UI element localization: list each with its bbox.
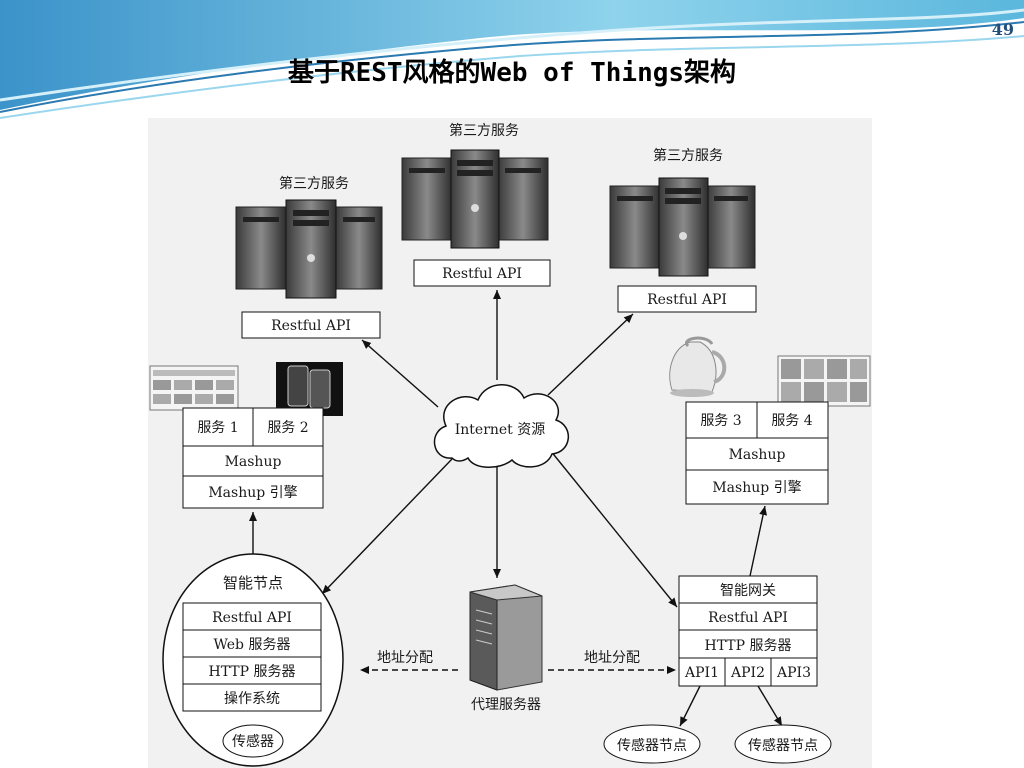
header-wave-decoration (0, 0, 1024, 119)
smart-gateway-title: 智能网关 (720, 583, 776, 599)
smart-node-layer-box (182, 656, 322, 685)
api2-label: API2 (730, 665, 765, 681)
internet-resource-label: Internet 资源 (455, 422, 546, 438)
arrow-to-left-service (361, 339, 439, 408)
mashup-stack-left: 服务 1 服务 2 Mashup Mashup 引擎 (149, 362, 343, 509)
server-cluster-icon (401, 149, 549, 249)
tower-server-icon (469, 584, 543, 691)
service-3-label: 服务 3 (700, 413, 741, 429)
api3-label: API3 (776, 665, 811, 681)
service-4-label: 服务 4 (771, 413, 812, 429)
smartphone-icon (276, 362, 343, 416)
web-app-screenshot-icon (149, 365, 239, 411)
mashup-box (685, 437, 829, 471)
sensor-node-2: 传感器节点 (734, 724, 832, 764)
sensor-ellipse (222, 724, 284, 758)
smart-node-layer-restful-api: Restful API (212, 610, 292, 626)
mashup-engine-label: Mashup 引擎 (208, 485, 297, 501)
address-allocation-left-label: 地址分配 (377, 650, 433, 666)
restful-api-label: Restful API (271, 318, 351, 334)
smart-gateway-restful-box (678, 602, 818, 631)
arrow-gateway-to-mashup-right (749, 505, 768, 577)
arrow-gateway-to-sensor-node-2 (757, 685, 783, 727)
mashup-engine-label: Mashup 引擎 (712, 480, 801, 496)
smart-node-title: 智能节点 (223, 574, 283, 592)
restful-api-label: Restful API (647, 292, 727, 308)
third-party-service-label: 第三方服务 (449, 122, 519, 139)
sensor-node-label: 传感器节点 (748, 737, 818, 754)
restful-api-box (413, 259, 551, 287)
proxy-server-label: 代理服务器 (471, 697, 541, 713)
mashup-engine-box (182, 475, 324, 509)
kettle-icon (669, 336, 727, 397)
smart-node-layer-box (182, 683, 322, 712)
mashup-box (182, 445, 324, 477)
slide-title: 基于REST风格的Web of Things架构 (287, 58, 737, 88)
proxy-server: 代理服务器 地址分配 地址分配 (377, 584, 640, 713)
web-page-screenshot-icon (777, 355, 871, 407)
smart-node-layer-box (182, 602, 322, 631)
sensor-node-label: 传感器节点 (617, 737, 687, 754)
internet-cloud: Internet 资源 (433, 384, 570, 468)
mashup-label: Mashup (729, 447, 786, 463)
smart-node-layer-http-server: HTTP 服务器 (208, 664, 295, 680)
service-1-label: 服务 1 (197, 420, 238, 436)
sensor-node-1: 传感器节点 (603, 724, 701, 764)
api1-label: API1 (684, 665, 719, 681)
smart-node-layer-os: 操作系统 (224, 691, 280, 707)
smart-gateway-http-box (678, 629, 818, 659)
mashup-label: Mashup (225, 454, 282, 470)
address-allocation-right-label: 地址分配 (584, 650, 640, 666)
smart-node-layer-web-server: Web 服务器 (214, 637, 291, 653)
arrow-to-right-service (547, 313, 634, 396)
sensor-label: 传感器 (232, 733, 274, 750)
arrow-gateway-to-sensor-node-1 (679, 685, 701, 727)
third-party-service-left: 第三方服务 Restful API (235, 175, 383, 339)
smart-gateway-api-row (678, 657, 818, 687)
restful-api-box (241, 311, 381, 339)
service-2-label: 服务 2 (267, 420, 308, 436)
smart-node: 智能节点 Restful API Web 服务器 HTTP 服务器 操作系统 传… (162, 553, 344, 767)
third-party-service-label: 第三方服务 (279, 175, 349, 192)
smart-gateway: 智能网关 Restful API HTTP 服务器 API1 API2 API3 (678, 575, 818, 687)
mashup-engine-box (685, 469, 829, 505)
smart-gateway-restful-api: Restful API (708, 610, 788, 626)
third-party-service-right: 第三方服务 Restful API (609, 147, 757, 313)
third-party-service-center: 第三方服务 Restful API (401, 122, 551, 287)
smart-gateway-http-server: HTTP 服务器 (704, 638, 791, 654)
restful-api-box (617, 285, 757, 313)
page-number: 49 (991, 20, 1014, 39)
server-cluster-icon (235, 199, 383, 299)
arrow-internet-to-gateway (549, 449, 678, 608)
restful-api-label: Restful API (442, 266, 522, 282)
mashup-stack-right: 服务 3 服务 4 Mashup Mashup 引擎 (669, 336, 871, 505)
server-cluster-icon (609, 177, 756, 277)
third-party-service-label: 第三方服务 (653, 147, 723, 164)
arrow-internet-to-smart-node (321, 458, 453, 595)
